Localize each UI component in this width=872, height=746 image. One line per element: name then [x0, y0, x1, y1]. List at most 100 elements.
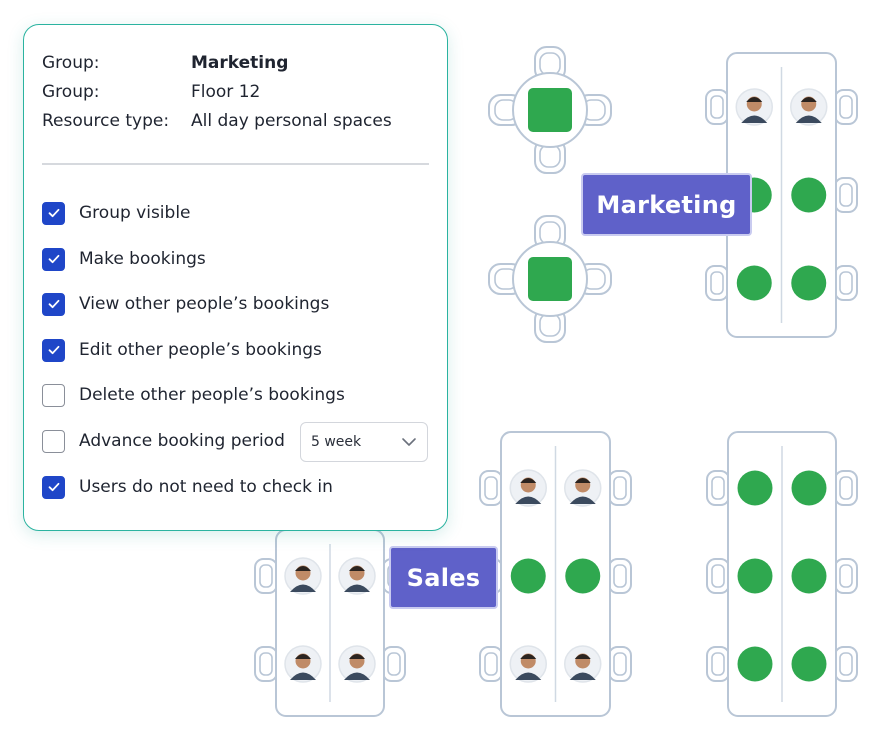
chair	[254, 646, 278, 682]
chevron-down-icon	[402, 438, 416, 446]
chair	[834, 470, 858, 506]
option-view-others-bookings[interactable]: View other people’s bookings	[42, 291, 329, 317]
chair-inner	[613, 564, 627, 588]
checkbox[interactable]	[42, 338, 65, 362]
chair	[834, 89, 858, 125]
available-seat	[528, 88, 572, 132]
chair-inner	[710, 95, 724, 119]
avatar-hair	[574, 478, 591, 483]
option-label: Group visible	[79, 203, 191, 223]
available-seat	[528, 257, 572, 301]
checkbox[interactable]	[42, 201, 65, 225]
chair	[254, 558, 278, 594]
chair-inner	[711, 564, 725, 588]
available-seat	[791, 470, 827, 506]
group-tag-sales[interactable]: Sales	[389, 546, 498, 609]
checkbox[interactable]	[42, 383, 65, 407]
info-label: Resource type:	[42, 111, 170, 131]
group-permissions-panel: Group: Marketing Group: Floor 12 Resourc…	[23, 24, 448, 531]
avatar-body	[795, 115, 822, 123]
checkbox[interactable]	[42, 292, 65, 316]
available-seat	[565, 558, 601, 594]
divider	[42, 163, 429, 165]
option-advance-booking-period[interactable]: Advance booking period	[42, 428, 285, 454]
chair	[834, 558, 858, 594]
option-label: Users do not need to check in	[79, 477, 333, 497]
chair	[834, 646, 858, 682]
chair-inner	[613, 652, 627, 676]
chair-inner	[710, 271, 724, 295]
booking-period-value: 5 week	[311, 434, 362, 450]
chair	[608, 470, 632, 506]
chair	[382, 646, 406, 682]
avatar-body	[290, 672, 316, 680]
avatar-body	[515, 672, 542, 680]
info-label: Group:	[42, 53, 100, 73]
option-label: Delete other people’s bookings	[79, 385, 345, 405]
chair-inner	[613, 476, 627, 500]
chair-inner	[839, 271, 853, 295]
checkbox[interactable]	[42, 247, 65, 271]
chair-inner	[839, 95, 853, 119]
chair-inner	[387, 652, 401, 676]
checkbox[interactable]	[42, 429, 65, 453]
booking-period-select[interactable]: 5 week	[300, 422, 428, 462]
option-delete-others-bookings[interactable]: Delete other people’s bookings	[42, 382, 345, 408]
option-group-visible[interactable]: Group visible	[42, 200, 191, 226]
avatar-hair	[295, 566, 311, 571]
available-seat	[737, 646, 773, 682]
available-seat	[791, 265, 827, 301]
chair	[834, 265, 858, 301]
chair-inner	[839, 476, 853, 500]
chair	[608, 558, 632, 594]
chair	[705, 89, 729, 125]
avatar-hair	[349, 566, 365, 571]
avatar-hair	[746, 97, 763, 102]
chair-inner	[484, 476, 498, 500]
available-seat	[737, 470, 773, 506]
avatar-hair	[349, 654, 365, 659]
option-no-check-in[interactable]: Users do not need to check in	[42, 474, 333, 500]
option-label: Advance booking period	[79, 431, 285, 451]
available-seat	[737, 558, 773, 594]
option-make-bookings[interactable]: Make bookings	[42, 246, 206, 272]
available-seat	[510, 558, 546, 594]
option-label: Make bookings	[79, 249, 206, 269]
avatar-hair	[800, 97, 817, 102]
chair	[479, 470, 503, 506]
info-value-resource-type: All day personal spaces	[191, 111, 392, 131]
chair-inner	[484, 652, 498, 676]
avatar-body	[569, 496, 596, 504]
checkbox[interactable]	[42, 475, 65, 499]
chair	[706, 646, 730, 682]
chair-inner	[839, 183, 853, 207]
available-seat	[736, 265, 772, 301]
chair	[706, 470, 730, 506]
checkmark-icon	[48, 482, 59, 492]
chair	[834, 177, 858, 213]
available-seat	[791, 558, 827, 594]
chair-inner	[259, 652, 273, 676]
avatar-body	[569, 672, 596, 680]
avatar-body	[344, 584, 370, 592]
avatar-hair	[574, 654, 591, 659]
checkmark-icon	[48, 254, 59, 264]
chair	[608, 646, 632, 682]
info-value-floor: Floor 12	[191, 82, 261, 102]
info-label: Group:	[42, 82, 100, 102]
chair	[705, 265, 729, 301]
avatar-body	[290, 584, 316, 592]
chair	[706, 558, 730, 594]
option-label: View other people’s bookings	[79, 294, 330, 314]
avatar-hair	[295, 654, 311, 659]
chair-inner	[839, 564, 853, 588]
avatar-body	[741, 115, 768, 123]
info-value-group-name: Marketing	[191, 53, 289, 73]
option-edit-others-bookings[interactable]: Edit other people’s bookings	[42, 337, 322, 363]
avatar-hair	[520, 478, 537, 483]
chair-inner	[839, 652, 853, 676]
group-tag-marketing[interactable]: Marketing	[581, 173, 752, 236]
checkmark-icon	[48, 345, 59, 355]
checkmark-icon	[48, 208, 59, 218]
checkmark-icon	[48, 299, 59, 309]
